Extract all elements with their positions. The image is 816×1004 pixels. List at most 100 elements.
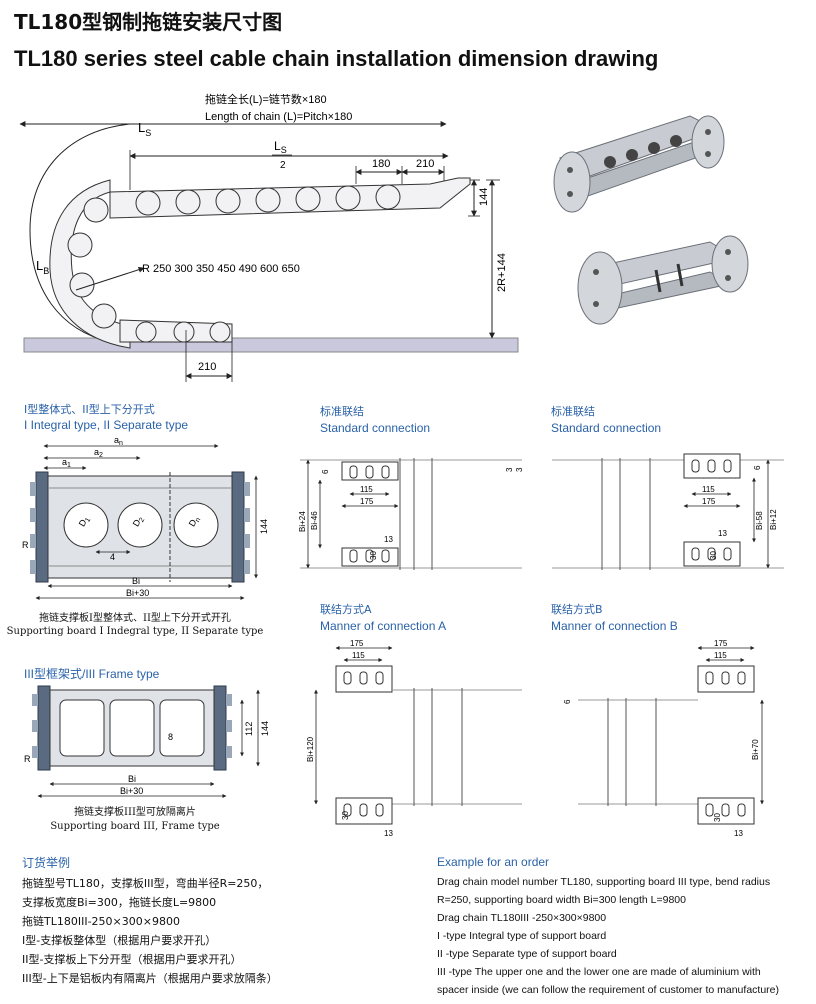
svg-text:3: 3 — [515, 467, 524, 472]
svg-text:13: 13 — [734, 829, 743, 838]
svg-text:115: 115 — [714, 651, 727, 660]
svg-text:Bi+24: Bi+24 — [298, 511, 307, 532]
svg-text:175: 175 — [702, 497, 716, 506]
conn-a-title-en: Manner of connection A — [320, 619, 447, 633]
order-en-line-6: III -type The upper one and the lower on… — [437, 966, 761, 978]
frame-caption-en: Supporting board III, Frame type — [50, 821, 220, 832]
std-conn-2-title-en: Standard connection — [551, 421, 662, 435]
conn-b-title-cn: 联结方式B — [551, 603, 603, 616]
svg-text:Bi+12: Bi+12 — [769, 509, 778, 530]
std-conn-1-drawing: 6 3 3 115 175 Bi+24 Bi-46 13 30 — [298, 458, 524, 570]
ls-half-den: 2 — [280, 160, 286, 171]
order-en-line-3: Drag chain TL180III -250×300×9800 — [437, 912, 607, 924]
ls-half-label: LS — [274, 139, 287, 155]
order-cn-title: 订货举例 — [22, 856, 71, 870]
order-en-title: Example for an order — [437, 855, 550, 869]
svg-text:a2: a2 — [94, 447, 103, 459]
svg-text:175: 175 — [714, 640, 728, 648]
svg-text:115: 115 — [360, 485, 373, 494]
std-conn-2-drawing: 6 115 175 Bi-58 Bi+12 13 30 — [552, 453, 784, 570]
order-cn-line-4: I型-支撑板整体型（根据用户要求开孔） — [22, 934, 217, 947]
svg-text:13: 13 — [384, 535, 393, 544]
svg-text:6: 6 — [753, 465, 762, 470]
order-cn-line-3: 拖链TL180III-250×300×9800 — [22, 915, 180, 928]
svg-text:Dn: Dn — [187, 514, 203, 529]
floor — [23, 337, 519, 353]
svg-text:175: 175 — [350, 640, 364, 648]
order-cn-line-6: III型-上下是铝板内有隔离片（根据用户要求放隔条） — [22, 972, 278, 985]
conn-b-title-en: Manner of connection B — [551, 619, 678, 633]
ls-label: LS — [138, 120, 151, 138]
svg-text:Bi-46: Bi-46 — [310, 511, 319, 530]
svg-text:13: 13 — [384, 829, 393, 838]
photo-steel-bracket-2 — [577, 235, 749, 325]
svg-text:30: 30 — [341, 811, 350, 820]
order-en-line-1: Drag chain model number TL180, supportin… — [437, 876, 771, 888]
chain-side-view-drawing: 拖链全长(L)=链节数×180 Length of chain (L)=Pitc… — [19, 92, 519, 382]
lb-label: LB — [36, 258, 49, 276]
frame-title: III型框架式/III Frame type — [24, 667, 160, 681]
chain-upper-run — [109, 177, 471, 219]
conn-a-title-cn: 联结方式A — [320, 603, 372, 616]
page-title-en: TL180 series steel cable chain installat… — [14, 46, 659, 71]
dim-210-top: 210 — [416, 158, 434, 170]
dim-144: 144 — [478, 188, 490, 206]
std-conn-2-title-cn: 标准联结 — [551, 405, 595, 418]
svg-text:8: 8 — [168, 732, 173, 742]
length-formula-cn: 拖链全长(L)=链节数×180 — [205, 92, 327, 106]
svg-text:Bi-58: Bi-58 — [755, 511, 764, 530]
svg-text:30: 30 — [709, 551, 718, 560]
photo-steel-bracket-1 — [553, 115, 725, 213]
svg-text:an: an — [114, 435, 123, 447]
order-en-line-7: spacer inside (we can follow the require… — [437, 984, 779, 996]
conn-a-drawing: 175 115 Bi+120 30 13 — [306, 640, 522, 838]
svg-text:115: 115 — [702, 485, 715, 494]
integral-caption-en: Supporting board I Indegral type, II Sep… — [6, 626, 264, 637]
svg-text:30: 30 — [713, 813, 722, 822]
dim-210-bottom: 210 — [198, 361, 216, 373]
std-conn-1-title-cn: 标准联结 — [320, 405, 364, 418]
length-formula-en: Length of chain (L)=Pitch×180 — [205, 111, 352, 123]
integral-caption-cn: 拖链支撑板I型整体式、II型上下分开式开孔 — [39, 613, 231, 624]
radius-values: R 250 300 350 450 490 600 650 — [142, 263, 300, 275]
svg-text:115: 115 — [352, 651, 365, 660]
svg-text:6: 6 — [563, 699, 572, 704]
svg-text:3: 3 — [505, 467, 514, 472]
chain-bend — [49, 179, 131, 349]
svg-text:13: 13 — [718, 529, 727, 538]
svg-text:4: 4 — [110, 552, 115, 562]
std-conn-1-title-en: Standard connection — [320, 421, 431, 435]
order-cn-line-2: 支撑板宽度Bi=300，拖链长度L=9800 — [22, 896, 217, 909]
svg-text:112: 112 — [244, 722, 254, 736]
svg-text:144: 144 — [260, 721, 270, 736]
page-title-cn: TL180型钢制拖链安装尺寸图 — [14, 10, 283, 34]
svg-text:144: 144 — [259, 519, 269, 534]
order-cn-line-1: 拖链型号TL180，支撑板III型，弯曲半径R=250， — [22, 877, 269, 890]
order-en-line-4: I -type Integral type of support board — [437, 930, 607, 942]
svg-text:a1: a1 — [62, 457, 71, 469]
order-cn-line-5: II型-支撑板上下分开型（根据用户要求开孔） — [22, 953, 242, 966]
svg-text:6: 6 — [321, 469, 330, 474]
svg-text:Bi+30: Bi+30 — [126, 588, 149, 598]
integral-board-drawing: an a2 a1 D1 D2 Dn 4 R 144 Bi Bi+30 — [22, 435, 269, 600]
svg-text:D2: D2 — [131, 514, 147, 529]
frame-board-drawing: 8 R 112 144 Bi Bi+30 — [24, 685, 270, 798]
order-en-line-5: II -type Separate type of support board — [437, 948, 617, 960]
dim-2r-144: 2R+144 — [496, 253, 508, 292]
svg-text:Bi+120: Bi+120 — [306, 736, 315, 762]
svg-text:Bi+30: Bi+30 — [120, 786, 143, 796]
svg-text:Bi+70: Bi+70 — [751, 739, 760, 760]
svg-text:R: R — [22, 540, 29, 550]
svg-text:175: 175 — [360, 497, 374, 506]
order-en-line-2: R=250, supporting board width Bi=300 len… — [437, 894, 686, 906]
integral-title-cn: I型整体式、II型上下分开式 — [24, 403, 155, 416]
conn-b-drawing: 175 115 6 Bi+70 30 13 — [563, 640, 764, 838]
integral-title-en: I Integral type, II Separate type — [24, 418, 189, 432]
frame-caption-cn: 拖链支撑板III型可放隔离片 — [74, 807, 196, 818]
chain-lower-run — [119, 319, 233, 343]
svg-text:D1: D1 — [77, 514, 93, 529]
svg-text:Bi: Bi — [128, 774, 136, 784]
dim-180: 180 — [372, 158, 390, 170]
svg-text:R: R — [24, 754, 31, 764]
svg-text:Bi: Bi — [132, 576, 140, 586]
